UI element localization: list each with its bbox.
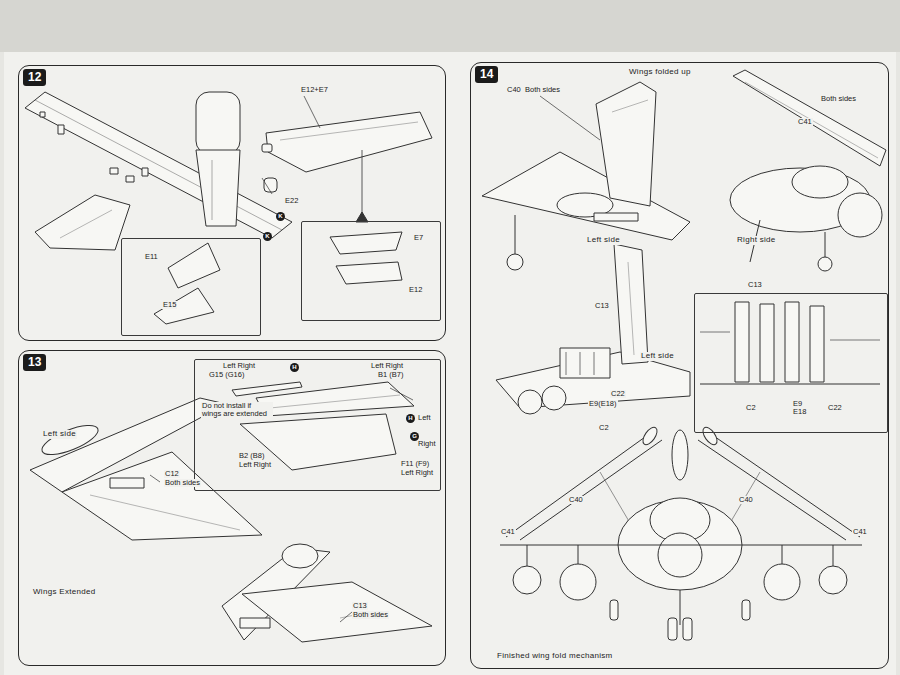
part-number: E9 E18 xyxy=(792,400,816,417)
view-title: Left side xyxy=(586,236,621,245)
detail-inset: E11E15 xyxy=(121,238,261,336)
step-number: 13 xyxy=(23,354,46,371)
view-title: Wings Extended xyxy=(32,588,96,597)
callout-letter: K xyxy=(276,212,285,221)
callout-letter: H xyxy=(290,363,299,372)
side-note: Right xyxy=(417,440,437,448)
callout-letter: H xyxy=(406,414,415,423)
view-title: Right side xyxy=(736,236,777,245)
detail-inset: Left RightG15 (G16)Do not install if win… xyxy=(194,359,441,491)
part-number: E11 xyxy=(144,253,159,261)
callout-letter: G xyxy=(410,432,419,441)
detail-inset: C13C2E9 E18C22 xyxy=(694,293,888,433)
callout-letter: K xyxy=(263,232,272,241)
side-note: Both sides xyxy=(820,95,857,103)
part-number: F11 (F9) xyxy=(400,460,430,468)
part-number: E22 xyxy=(284,197,299,205)
view-title: Finished wing fold mechanism xyxy=(496,652,614,661)
part-number: C13 xyxy=(747,281,763,289)
part-number: C13 xyxy=(352,602,368,610)
side-note: Left Right xyxy=(400,469,434,477)
part-number: C40 xyxy=(506,86,522,94)
part-number: C41 xyxy=(852,528,868,536)
detail-inset: E7E12 xyxy=(301,221,441,321)
part-number: G15 (G16) xyxy=(208,371,245,379)
part-number: E12 xyxy=(408,286,423,294)
part-number: C41 xyxy=(797,118,813,126)
step-number: 12 xyxy=(23,69,46,86)
part-number: C22 xyxy=(827,404,843,412)
part-number: E9(E18) xyxy=(588,400,618,408)
side-note: Left Right xyxy=(238,461,272,469)
view-title: Left side xyxy=(640,352,675,361)
side-note: Left xyxy=(417,414,432,422)
part-number: C41 xyxy=(500,528,516,536)
part-number: C22 xyxy=(610,390,626,398)
view-title: Left side xyxy=(42,430,77,439)
side-note: Both sides xyxy=(524,86,561,94)
part-number: C12 xyxy=(164,470,180,478)
part-number: C40 xyxy=(568,496,584,504)
part-number: C2 xyxy=(745,404,757,412)
part-number: B2 (B8) xyxy=(238,452,265,460)
note-text: Do not install if wings are extended xyxy=(201,402,273,419)
step-panel: 12E7E12 E11E15 xyxy=(18,65,446,341)
side-note: Left Right xyxy=(222,362,256,370)
part-number: C2 xyxy=(598,424,610,432)
step-panel: 14C13C2 E9 E18 C22 xyxy=(470,62,889,669)
side-note: Left Right xyxy=(370,362,404,370)
part-number: E12+E7 xyxy=(300,86,329,94)
part-number: C40 xyxy=(738,496,754,504)
part-number: B1 (B7) xyxy=(377,371,404,379)
view-title: Wings folded up xyxy=(628,68,692,77)
part-number: E7 xyxy=(413,234,424,242)
part-number: C13 xyxy=(594,302,610,310)
side-note: Both sides xyxy=(164,479,201,487)
step-number: 14 xyxy=(475,66,498,83)
part-number: E15 xyxy=(162,301,177,309)
side-note: Both sides xyxy=(352,611,389,619)
